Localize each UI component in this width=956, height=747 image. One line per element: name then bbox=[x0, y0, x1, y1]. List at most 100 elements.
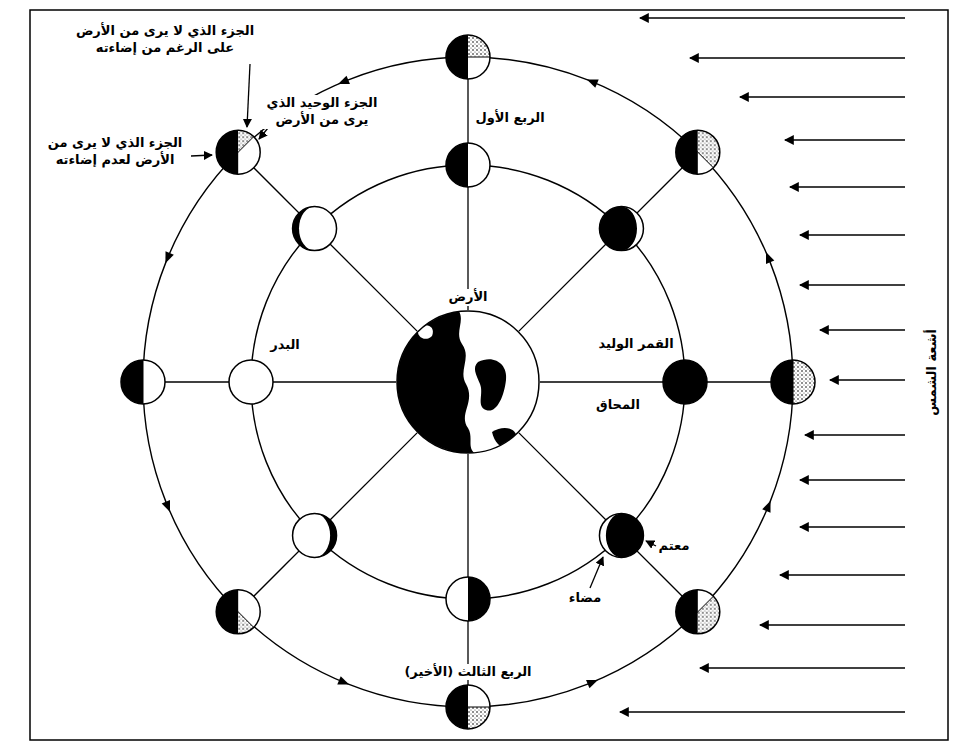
leader-arrow bbox=[590, 557, 603, 588]
orbit-direction-arrow bbox=[585, 75, 599, 88]
earth-landmass bbox=[418, 325, 433, 339]
outer-moon bbox=[771, 360, 815, 404]
moon-outline bbox=[599, 513, 643, 557]
phase-name: الربع الأول bbox=[475, 110, 544, 127]
moon-lit bbox=[216, 130, 260, 174]
sun-ray-arrow bbox=[640, 17, 905, 18]
earth-disc bbox=[397, 311, 539, 453]
lit-hidden-part bbox=[238, 612, 254, 634]
sun-ray-arrow bbox=[800, 234, 905, 235]
moon-dark bbox=[663, 360, 707, 404]
moon-outline bbox=[293, 207, 337, 251]
inner-moon bbox=[229, 360, 273, 404]
moon-outline bbox=[676, 130, 720, 174]
phase-name: البدر bbox=[270, 337, 300, 354]
moon-outline bbox=[446, 35, 490, 79]
spoke-line bbox=[238, 433, 417, 612]
inner-moon bbox=[599, 207, 643, 251]
visibility-boundary bbox=[682, 137, 713, 168]
moon-outline bbox=[446, 577, 490, 621]
inner-moon bbox=[599, 513, 643, 557]
sun-ray-arrow bbox=[790, 186, 905, 187]
sun-ray-arrow bbox=[700, 667, 905, 668]
outer-moon bbox=[676, 130, 720, 174]
sun-ray-arrow bbox=[830, 379, 905, 380]
sun-ray-arrow bbox=[805, 434, 905, 435]
spoke-line bbox=[238, 152, 417, 331]
moon-dark bbox=[121, 360, 143, 404]
moon-outline bbox=[663, 360, 707, 404]
earth-outline bbox=[397, 311, 539, 453]
moon-outline bbox=[446, 143, 490, 187]
sun-ray-arrow bbox=[820, 329, 905, 330]
spoke-line bbox=[519, 433, 698, 612]
leader-arrow bbox=[191, 155, 212, 156]
part-label: مضاء bbox=[569, 590, 601, 607]
leader-arrow bbox=[247, 64, 250, 127]
visibility-boundary bbox=[143, 360, 144, 404]
orbit-direction-arrow bbox=[762, 250, 775, 264]
orbit-direction-arrow bbox=[161, 251, 174, 265]
moon-lit bbox=[121, 360, 165, 404]
sun-ray-arrow bbox=[780, 574, 905, 575]
earth-landmass bbox=[492, 428, 517, 448]
inner-moon bbox=[293, 207, 337, 251]
visibility-boundary bbox=[223, 137, 254, 168]
part-label: معتم bbox=[659, 538, 690, 555]
lit-hidden-part bbox=[698, 130, 720, 168]
sun-ray-arrow bbox=[800, 526, 905, 527]
moon-lit bbox=[621, 207, 643, 251]
sun-ray-arrow bbox=[800, 479, 905, 480]
moon-dark bbox=[229, 360, 273, 404]
moon-outline bbox=[599, 207, 643, 251]
outer-moon bbox=[446, 35, 490, 79]
earth-landmass bbox=[396, 310, 476, 454]
inner-moon bbox=[446, 143, 490, 187]
orbit-direction-arrow bbox=[586, 676, 600, 689]
moon-dark bbox=[216, 130, 238, 174]
inner-moon bbox=[446, 577, 490, 621]
callout-text: الجزء الذي لا يرى من الأرض على الرغم من … bbox=[70, 23, 260, 57]
orbit-direction-arrow bbox=[162, 500, 175, 514]
leader-arrow bbox=[259, 128, 268, 139]
moon-lit bbox=[599, 513, 621, 557]
visibility-boundary bbox=[223, 596, 254, 627]
visibility-boundary bbox=[446, 57, 490, 58]
moon-dark bbox=[446, 577, 490, 621]
spoke-line bbox=[519, 152, 698, 331]
outer-moon bbox=[216, 130, 260, 174]
moon-lit bbox=[216, 590, 260, 634]
moon-dark bbox=[293, 513, 337, 557]
outer-orbit bbox=[143, 57, 793, 707]
orbit-direction-arrow bbox=[337, 676, 351, 689]
axis-label: أشعة الشمس bbox=[924, 329, 941, 416]
visibility-boundary bbox=[446, 707, 490, 708]
phase-name: الربع الثالث (الأخير) bbox=[401, 664, 534, 681]
moon-outline bbox=[121, 360, 165, 404]
moon-dark bbox=[599, 207, 643, 251]
moon-lit bbox=[468, 143, 490, 187]
leader-arrow bbox=[646, 541, 656, 546]
visibility-boundary bbox=[682, 596, 713, 627]
inner-moon bbox=[293, 513, 337, 557]
visibility-boundary bbox=[793, 360, 794, 404]
earth-label: الأرض bbox=[445, 289, 490, 306]
moon-lit bbox=[446, 577, 468, 621]
lit-hidden-part bbox=[793, 360, 815, 404]
sun-ray-arrow bbox=[740, 96, 905, 97]
moon-dark bbox=[446, 143, 490, 187]
outer-moon bbox=[216, 590, 260, 634]
sun-ray-arrow bbox=[800, 284, 905, 285]
moon-outline bbox=[676, 590, 720, 634]
moon-lit bbox=[446, 685, 490, 729]
moon-lit bbox=[676, 590, 720, 634]
moon-lit bbox=[229, 360, 273, 404]
phase-name: المحاق bbox=[596, 397, 640, 414]
callout-text: الجزء الذي لا يرى من الأرض لعدم إضاءته bbox=[41, 135, 189, 169]
earth-landmass bbox=[475, 359, 506, 410]
inner-moon bbox=[663, 360, 707, 404]
lit-hidden-part bbox=[698, 596, 720, 634]
moon-outline bbox=[771, 360, 815, 404]
sun-ray-arrow bbox=[785, 139, 905, 140]
